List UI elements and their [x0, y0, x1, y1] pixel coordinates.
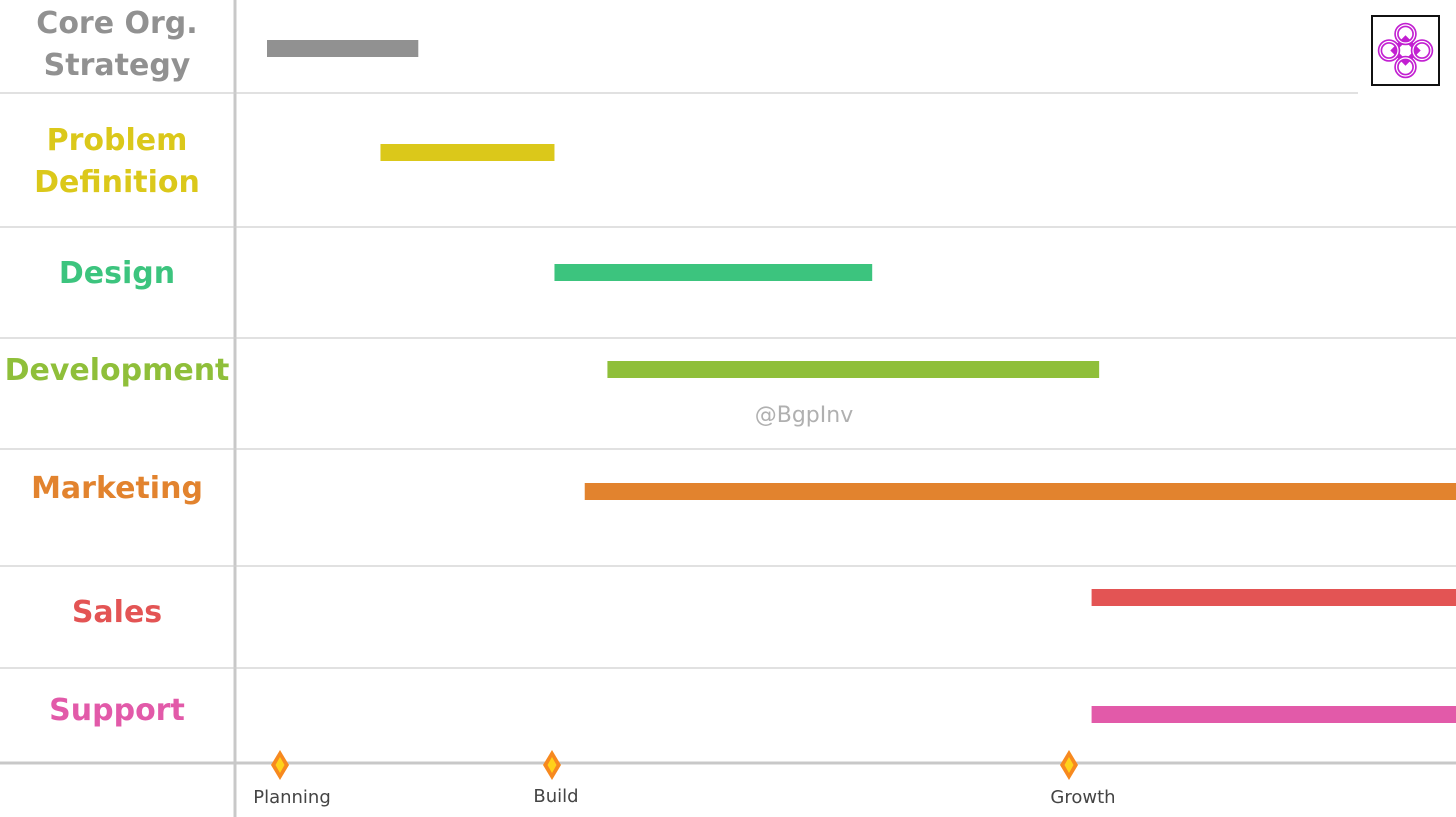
lane-bar: [267, 40, 419, 57]
lane-bar: [380, 144, 555, 161]
milestone-label-build: Build: [533, 786, 579, 807]
lane-bar: [607, 361, 1100, 378]
lane-bar: [554, 264, 873, 281]
logo: [1371, 15, 1440, 86]
watermark: @BgpInv: [754, 403, 854, 428]
lane-label-development: Development: [4, 353, 230, 388]
milestone-label-planning: Planning: [253, 787, 331, 808]
milestone-marker-core: [1064, 757, 1074, 773]
lane-label-core-org-strategy: Core Org.Strategy: [36, 6, 198, 83]
lane-label-sales: Sales: [71, 595, 163, 630]
milestone-marker-core: [547, 757, 557, 773]
lane-label-marketing: Marketing: [31, 471, 203, 506]
lane-bar: [1091, 706, 1456, 723]
lane-bar: [1091, 589, 1456, 606]
lane-label-support: Support: [49, 693, 185, 728]
lane-bars: [267, 40, 1456, 723]
quatrefoil-knot-icon: [1377, 22, 1434, 79]
lane-bar: [584, 483, 1456, 500]
milestone-label-growth: Growth: [1050, 787, 1116, 808]
milestone-axis: [0, 750, 1456, 780]
lane-label-design: Design: [58, 256, 176, 291]
milestone-marker-core: [275, 757, 285, 773]
